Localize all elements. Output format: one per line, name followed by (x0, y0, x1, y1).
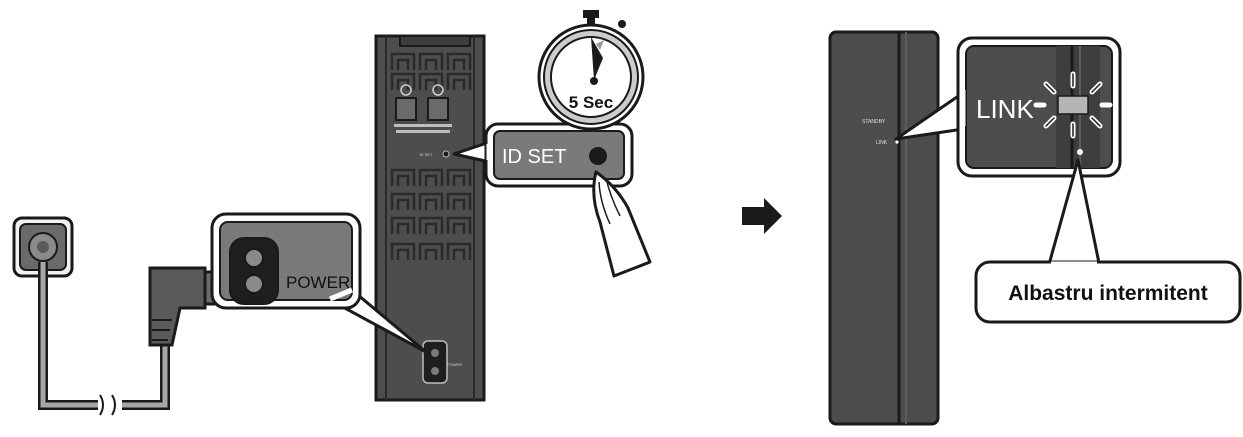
vent-slot (418, 52, 444, 70)
subwoofer-back-panel: ID SET POWER (374, 34, 486, 402)
blink-rays-outline (1045, 73, 1101, 137)
id-set-button-large[interactable] (589, 147, 607, 165)
id-set-callout: ID SET (452, 122, 634, 188)
vent-slot (446, 168, 472, 186)
vent-slot (390, 242, 416, 260)
vent-slot (418, 192, 444, 210)
vent-slot (390, 52, 416, 70)
stopwatch-icon: 5 Sec (537, 10, 645, 131)
vent-slot (446, 242, 472, 260)
soundbar-side-unit: STANDBY LINK (828, 30, 940, 426)
vent-grid (390, 52, 472, 260)
pointing-finger-icon (592, 170, 652, 278)
vent-slot (446, 192, 472, 210)
power-socket-small[interactable] (422, 340, 448, 384)
link-led (1057, 95, 1089, 115)
vent-slot (390, 192, 416, 210)
id-set-callout-label: ID SET (502, 146, 566, 168)
vent-slot (418, 242, 444, 260)
speaker-terminals (394, 84, 452, 133)
vent-slot (446, 72, 472, 90)
power-callout: POWER (210, 212, 428, 354)
standby-small-label: STANDBY (862, 119, 886, 125)
link-callout: LINK (894, 36, 1122, 178)
blinking-caption-callout: Albastru intermitent (974, 158, 1242, 324)
blinking-caption-label: Albastru intermitent (1008, 282, 1208, 305)
power-small-label: POWER (447, 362, 462, 367)
vent-slot (390, 168, 416, 186)
link-callout-label: LINK (976, 94, 1034, 124)
power-socket-large (229, 237, 279, 305)
vent-slot (446, 52, 472, 70)
arrow-right-icon (742, 198, 782, 234)
power-cable (38, 262, 170, 416)
vent-slot (390, 216, 416, 234)
vent-slot (418, 168, 444, 186)
id-set-button-small[interactable] (442, 150, 450, 158)
timer-label: 5 Sec (569, 93, 613, 112)
vent-slot (418, 216, 444, 234)
link-small-label: LINK (876, 140, 888, 146)
vent-slot (446, 216, 472, 234)
id-set-small-label: ID SET (420, 152, 433, 157)
wall-outlet-icon (12, 216, 74, 278)
power-callout-label: POWER (286, 273, 350, 292)
